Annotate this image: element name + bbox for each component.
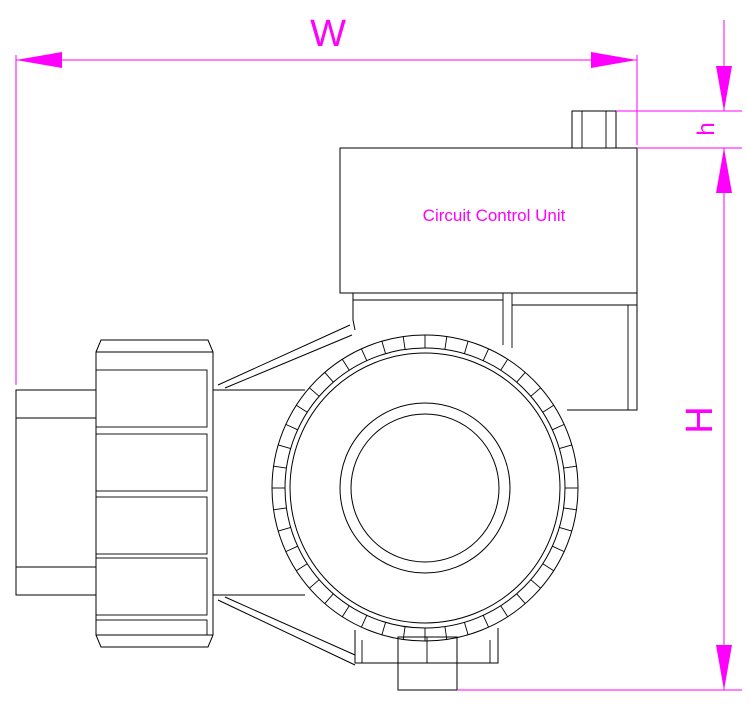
ring-serration	[381, 622, 387, 635]
ring-serration	[530, 579, 541, 589]
ring-serration	[542, 563, 554, 572]
ring-serration	[552, 423, 565, 431]
ring-serration	[530, 387, 541, 397]
control-unit-cap	[571, 110, 617, 149]
ring-serration	[273, 507, 287, 511]
serrated-ring	[271, 334, 579, 642]
width-label: W	[310, 13, 346, 55]
ring-serration	[285, 545, 298, 553]
control-unit-label: Circuit Control Unit	[423, 206, 566, 225]
ring-serration	[360, 615, 368, 628]
ring-serration	[463, 622, 469, 635]
ring-serration	[500, 359, 509, 371]
ring-serration	[309, 579, 320, 589]
ring-serration	[563, 507, 577, 511]
ring-serration	[278, 444, 291, 450]
ring-serration	[444, 336, 448, 350]
height-label: H	[679, 406, 721, 433]
ring-serration	[463, 341, 469, 354]
ring-serration	[278, 526, 291, 532]
cap-height-label: h	[693, 122, 720, 135]
ring-serration	[296, 563, 308, 572]
ring-serration	[324, 372, 334, 383]
ring-serration	[381, 341, 387, 354]
union-nut	[95, 339, 214, 648]
ring-serration	[552, 545, 565, 553]
ring-serration	[482, 348, 490, 361]
ring-serration	[360, 348, 368, 361]
ring-serration	[559, 444, 572, 450]
ring-serration	[482, 615, 490, 628]
pipe-body	[15, 324, 356, 666]
ring-serration	[341, 359, 350, 371]
width-dimension: W	[15, 13, 638, 385]
ring-serration	[542, 404, 554, 413]
ring-serration	[402, 336, 406, 350]
ring-serration	[500, 605, 509, 617]
ring-serration	[309, 387, 320, 397]
ring-serration	[563, 465, 577, 469]
ring-serration	[341, 605, 350, 617]
ring-serration	[516, 593, 526, 604]
ring-serration	[559, 526, 572, 532]
control-unit-housing	[339, 110, 638, 411]
ring-serration	[285, 423, 298, 431]
ring-serration	[324, 593, 334, 604]
ring-serration	[296, 404, 308, 413]
height-dimension: H	[457, 148, 742, 691]
ring-serration	[516, 372, 526, 383]
bottom-outlet	[354, 628, 499, 691]
valve-bore	[339, 402, 511, 574]
ring-serration	[273, 465, 287, 469]
cap-dimension: h	[616, 20, 742, 196]
